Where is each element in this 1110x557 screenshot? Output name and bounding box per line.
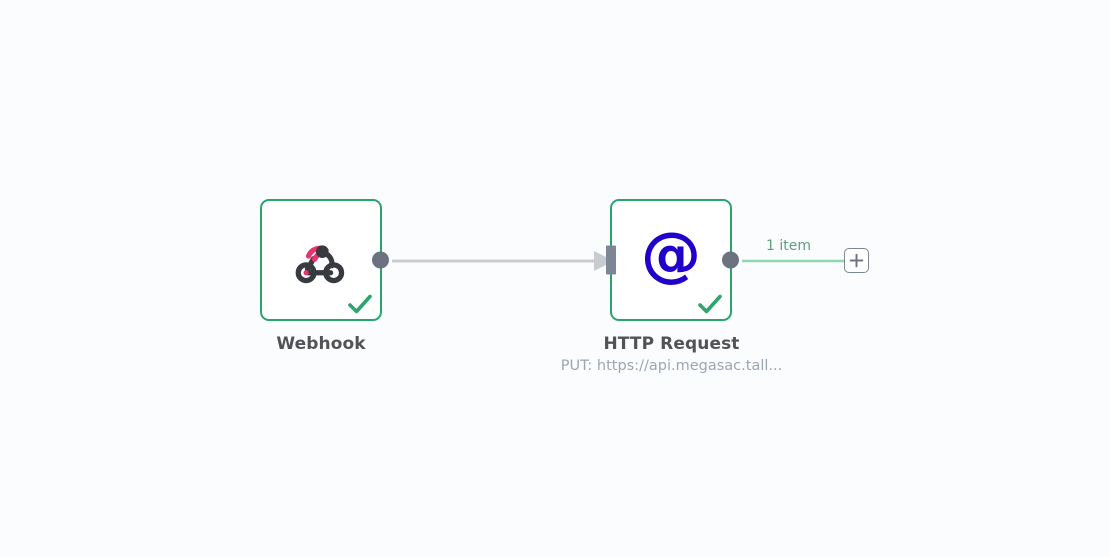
webhook-icon xyxy=(293,232,349,288)
node-title: HTTP Request xyxy=(603,334,740,354)
node-subtitle: PUT: https://api.megasac.tall... xyxy=(560,358,783,374)
svg-text:@: @ xyxy=(641,229,701,290)
node-webhook-caption: Webhook xyxy=(200,334,442,354)
node-http-request[interactable]: @ xyxy=(606,199,739,321)
node-title: Webhook xyxy=(276,334,366,354)
at-sign-icon: @ xyxy=(640,220,702,291)
plus-icon xyxy=(849,253,864,268)
connection-webhook-to-http-request[interactable] xyxy=(392,251,614,271)
node-output-port[interactable] xyxy=(722,251,739,269)
node-output-port[interactable] xyxy=(372,251,389,269)
node-status-check-icon xyxy=(347,292,373,316)
node-input-port[interactable] xyxy=(606,245,616,275)
node-webhook[interactable] xyxy=(260,199,389,321)
add-node-button[interactable] xyxy=(844,248,869,273)
node-status-check-icon xyxy=(697,292,723,316)
node-http-request-caption: HTTP Request PUT: https://api.megasac.ta… xyxy=(551,334,792,374)
connection-item-count-label: 1 item xyxy=(766,238,811,254)
